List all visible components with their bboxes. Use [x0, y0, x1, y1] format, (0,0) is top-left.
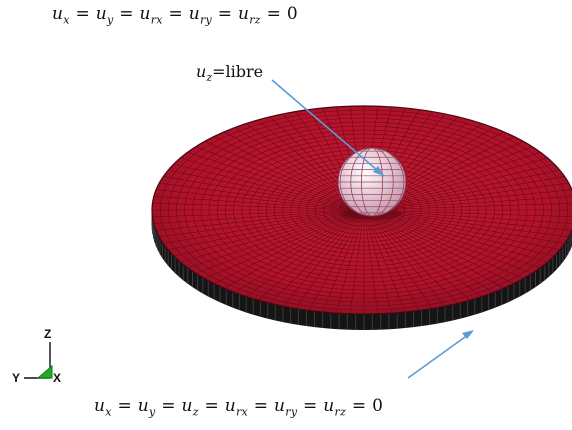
top-boundary-condition: ux = uy = urx = ury = urz = 0: [52, 4, 298, 26]
top-eq-equals-sign: =: [162, 4, 189, 24]
bottom-eq-value: 0: [372, 396, 384, 416]
sphere-dof-label: uz=libre: [196, 62, 263, 84]
bottom-eq-equals-sign: =: [297, 396, 324, 416]
bottom-eq-term: uy: [137, 396, 156, 419]
bottom-eq-equals-sign: =: [155, 396, 182, 416]
top-eq-equals-sign: =: [212, 4, 238, 24]
top-eq-term: ury: [188, 4, 213, 27]
bottom-eq-equals-sign: =: [248, 396, 275, 416]
sphere-leader-arrowhead: [373, 166, 384, 176]
axis-triad: [24, 342, 53, 379]
bottom-eq-equals-sign: =: [198, 396, 225, 416]
rim-leader-arrowhead: [462, 330, 474, 339]
bottom-boundary-condition: ux = uy = uz = urx = ury = urz = 0: [94, 396, 383, 418]
bottom-eq-term: uz: [181, 396, 199, 419]
top-eq-value: 0: [286, 4, 298, 24]
top-eq-equals-sign: =: [69, 4, 96, 24]
axis-y-label: Y: [12, 371, 21, 385]
bottom-eq-equals-sign: =: [111, 396, 138, 416]
bottom-eq-term: urx: [224, 396, 249, 419]
sphere-label-subscript: z: [206, 71, 213, 85]
top-eq-term: urz: [237, 4, 261, 27]
top-eq-equals-sign: =: [113, 4, 140, 24]
top-eq-term: urx: [139, 4, 163, 27]
top-eq-equals-sign: =: [260, 4, 287, 24]
bottom-eq-term: ury: [274, 396, 298, 419]
top-eq-term: uy: [95, 4, 114, 27]
impactor-sphere: [337, 147, 407, 220]
sphere-label-symbol: u: [196, 62, 207, 81]
axis-x-label: X: [53, 371, 62, 385]
sphere-leader-line: [271, 79, 385, 177]
rim-leader-line: [407, 331, 473, 379]
sphere-label-text: =libre: [212, 62, 264, 81]
bottom-eq-term: urz: [323, 396, 347, 419]
axis-z-label: Z: [44, 327, 52, 341]
bottom-eq-equals-sign: =: [346, 396, 373, 416]
bottom-eq-term: ux: [94, 396, 112, 419]
top-eq-term: ux: [52, 4, 70, 27]
